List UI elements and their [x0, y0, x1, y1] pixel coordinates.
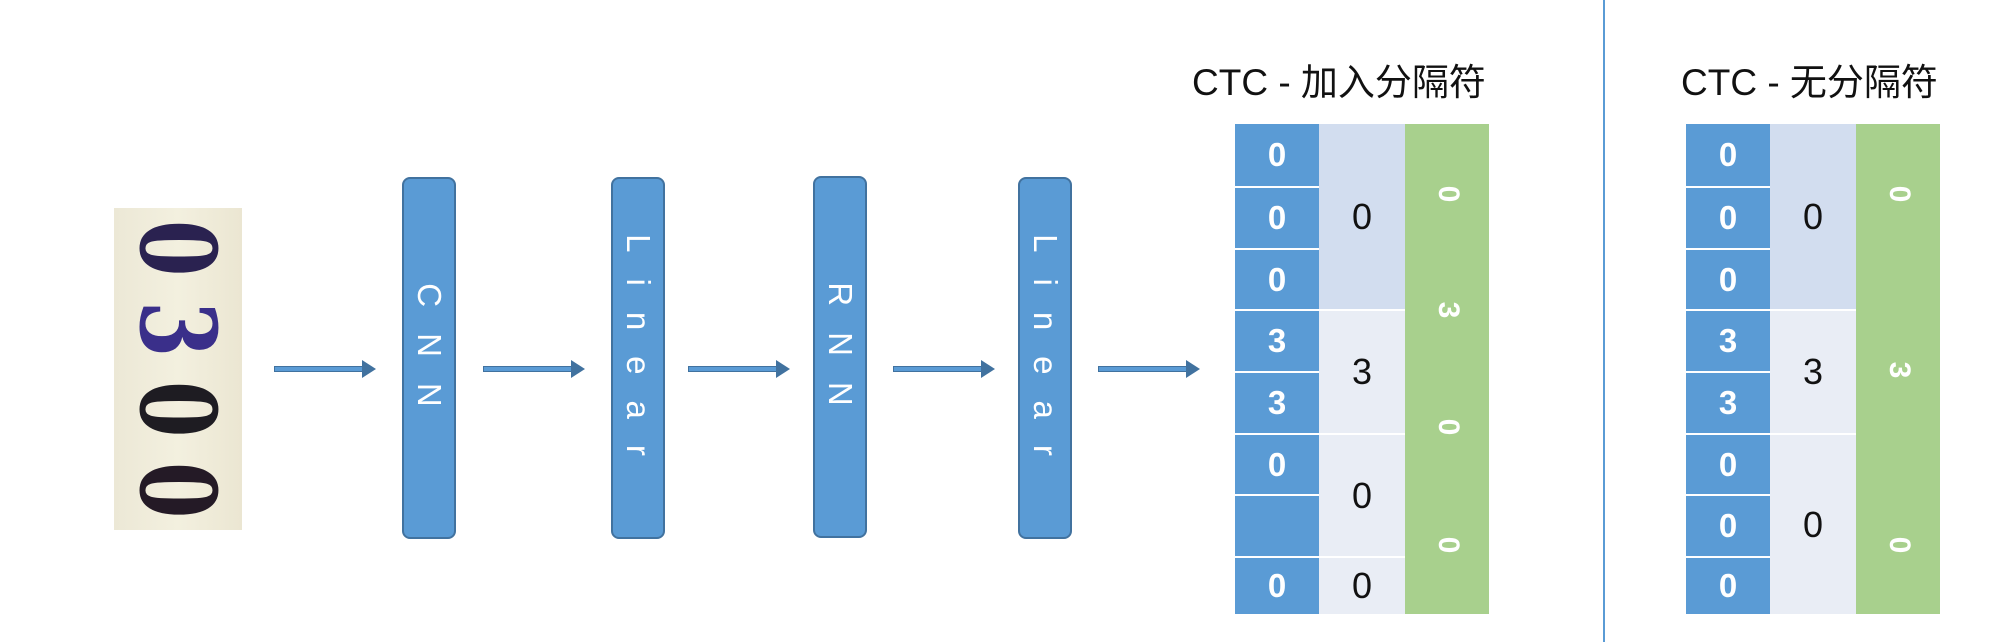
collapsed-group-cell: 0	[1319, 124, 1405, 309]
frame-cell: 0	[1235, 124, 1319, 186]
output-digit: 0	[1432, 418, 1465, 436]
collapsed-group-cell: 0	[1319, 433, 1405, 556]
linear-block: Linear	[611, 177, 665, 539]
frame-cell: 0	[1686, 556, 1770, 614]
flow-arrow	[893, 360, 995, 378]
flow-arrow	[688, 360, 790, 378]
input-digit-image: 0 3 0 0	[114, 208, 242, 530]
input-digit-glyphs: 0 3 0 0	[114, 208, 242, 530]
block-label: RNN	[822, 282, 859, 432]
frame-cell: 0	[1235, 186, 1319, 248]
input-digit: 0	[116, 381, 240, 438]
output-digit: 3	[1432, 301, 1465, 319]
output-digit: 0	[1432, 185, 1465, 203]
linear-block: Linear	[1018, 177, 1072, 539]
cnn-block: CNN	[402, 177, 456, 539]
frame-cell: 0	[1686, 494, 1770, 556]
frame-cell: 0	[1686, 433, 1770, 494]
collapsed-group-cell: 0	[1319, 556, 1405, 614]
output-digit: 3	[1883, 361, 1916, 379]
flow-arrow	[1098, 360, 1200, 378]
frame-cell: 3	[1235, 309, 1319, 371]
frame-cell: 0	[1235, 556, 1319, 614]
output-digit: 0	[1883, 185, 1916, 203]
frame-cell: 0	[1686, 124, 1770, 186]
input-digit: 0	[116, 220, 240, 277]
output-digit: 0	[1432, 536, 1465, 554]
block-label: CNN	[411, 283, 448, 433]
input-digit: 0	[116, 461, 240, 518]
ctc-output-column	[1405, 124, 1489, 614]
flow-arrow	[274, 360, 376, 378]
block-label: Linear	[1027, 234, 1064, 482]
frame-cell: 3	[1686, 371, 1770, 433]
rnn-block: RNN	[813, 176, 867, 538]
frame-cell: 0	[1235, 248, 1319, 309]
frame-cell: 0	[1686, 186, 1770, 248]
frame-cell: 3	[1235, 371, 1319, 433]
ctc-output-column	[1856, 124, 1940, 614]
frame-cell: 3	[1686, 309, 1770, 371]
ctc-with-blank-title: CTC - 加入分隔符	[1192, 62, 1486, 103]
input-digit: 3	[116, 300, 240, 357]
block-label: Linear	[620, 234, 657, 482]
blank-frame-cell	[1235, 494, 1319, 556]
ctc-no-blank-title: CTC - 无分隔符	[1681, 62, 1938, 103]
collapsed-group-cell: 0	[1770, 433, 1856, 614]
collapsed-group-cell: 3	[1319, 309, 1405, 433]
output-digit: 0	[1883, 536, 1916, 554]
collapsed-group-cell: 3	[1770, 309, 1856, 433]
frame-cell: 0	[1686, 248, 1770, 309]
section-divider	[1603, 0, 1605, 642]
frame-cell: 0	[1235, 433, 1319, 494]
collapsed-group-cell: 0	[1770, 124, 1856, 309]
flow-arrow	[483, 360, 585, 378]
